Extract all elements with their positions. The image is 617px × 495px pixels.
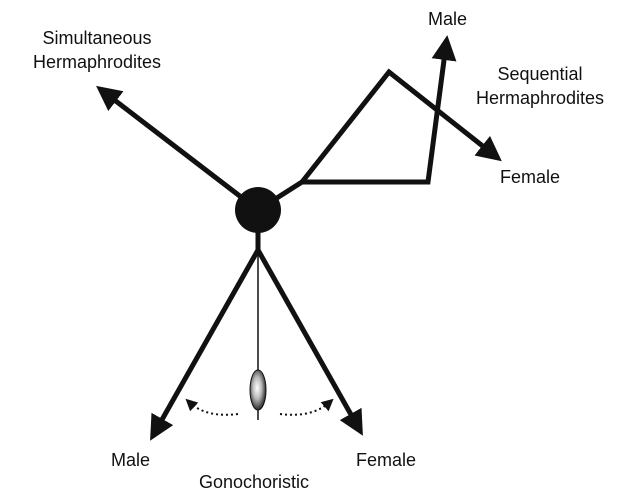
center-node-icon: [235, 187, 281, 233]
gonochoristic-label: Gonochoristic: [199, 470, 309, 494]
sequential-label-line1: Sequential: [470, 62, 610, 86]
swing-right-arrow-icon: [280, 402, 330, 415]
gonochoristic-female-label: Female: [356, 448, 416, 472]
sequential-male-label: Male: [428, 7, 467, 31]
sequential-label: Sequential Hermaphrodites: [470, 62, 610, 110]
gonochoristic-male-arrow: [155, 250, 258, 432]
simultaneous-label-line1: Simultaneous: [12, 26, 182, 50]
pendulum-bob-icon: [250, 370, 266, 410]
sequential-label-line2: Hermaphrodites: [470, 86, 610, 110]
simultaneous-arrow: [104, 92, 258, 210]
sequential-to-female-arrow: [302, 72, 494, 182]
simultaneous-label: Simultaneous Hermaphrodites: [12, 26, 182, 74]
simultaneous-label-line2: Hermaphrodites: [12, 50, 182, 74]
swing-left-arrow-icon: [189, 402, 238, 415]
gonochoristic-female-arrow: [258, 250, 358, 427]
gonochoristic-male-label: Male: [111, 448, 150, 472]
sequential-to-male-arrow: [302, 45, 446, 182]
sequential-female-label: Female: [500, 165, 560, 189]
